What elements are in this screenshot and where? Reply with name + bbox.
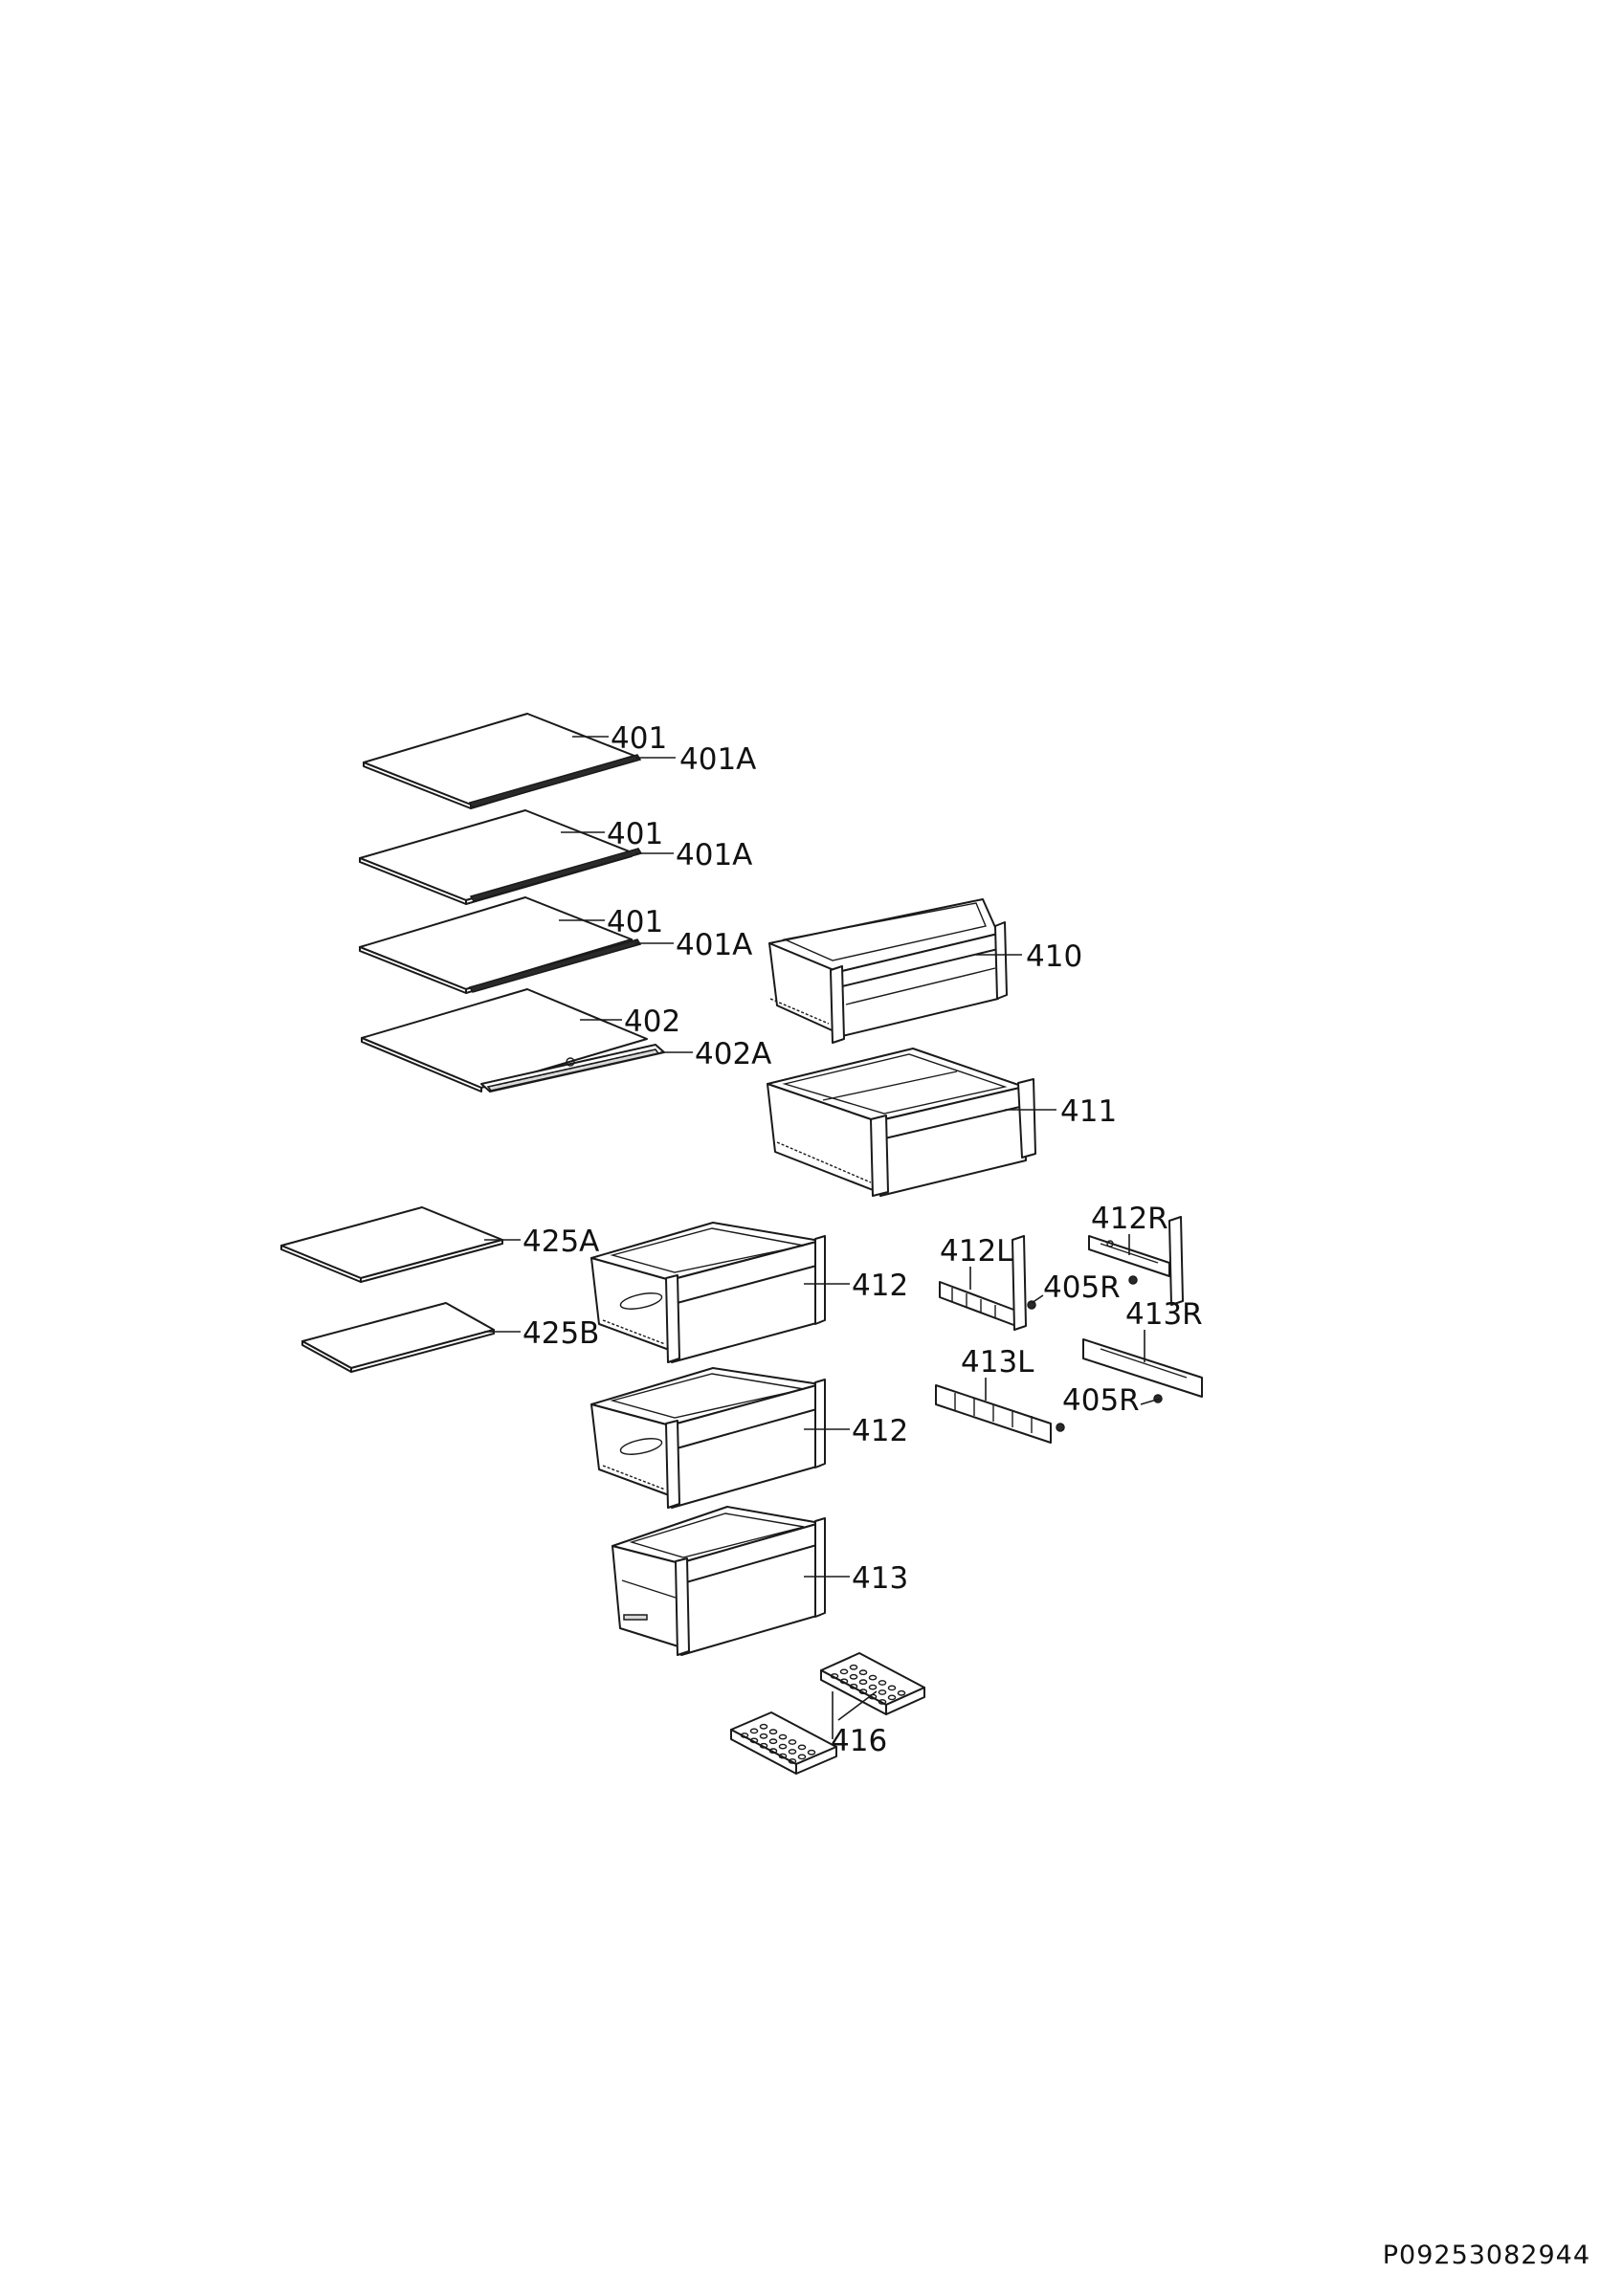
ice-cavity xyxy=(768,1738,778,1745)
drawer-411 xyxy=(767,1048,1036,1197)
callout-labels: 401 401A 401 401A 401 401A 402 402A 410 … xyxy=(522,721,1203,1758)
ice-cavity xyxy=(849,1683,858,1689)
ice-cavity xyxy=(788,1758,797,1764)
ice-cavity xyxy=(839,1668,849,1675)
label-405r-1: 405R xyxy=(1043,1270,1121,1305)
ice-cavity xyxy=(849,1664,858,1670)
ice-cavity xyxy=(878,1699,887,1705)
ice-cavity xyxy=(788,1739,797,1745)
ice-cavity xyxy=(749,1728,759,1734)
ice-cavity xyxy=(887,1694,897,1701)
label-412-top: 412 xyxy=(852,1269,908,1303)
rail-413l xyxy=(935,1384,1052,1444)
ice-cavity xyxy=(778,1743,788,1750)
ice-cavity xyxy=(830,1673,839,1679)
glass-shelf-425b xyxy=(301,1302,495,1373)
label-401-3: 401 xyxy=(607,905,663,939)
ice-tray-416-front xyxy=(730,1711,837,1775)
label-410: 410 xyxy=(1026,939,1082,974)
vented-trim-402a xyxy=(480,1044,665,1093)
ice-cavity xyxy=(858,1679,868,1686)
drawer-410 xyxy=(768,898,1008,1044)
ice-cavity xyxy=(788,1749,797,1755)
ice-cavity xyxy=(778,1733,788,1740)
glass-shelf-425a xyxy=(280,1206,503,1283)
ice-cavity xyxy=(858,1689,868,1695)
label-402: 402 xyxy=(624,1004,680,1039)
ice-cavity xyxy=(797,1754,807,1760)
ice-cavity xyxy=(797,1744,807,1751)
ice-cavity xyxy=(878,1680,887,1686)
label-401a-3: 401A xyxy=(676,928,752,962)
label-401a-1: 401A xyxy=(679,742,756,777)
ice-cavity xyxy=(778,1753,788,1759)
label-425b: 425B xyxy=(522,1316,599,1351)
label-413l: 413L xyxy=(961,1345,1034,1380)
label-413: 413 xyxy=(852,1561,908,1596)
ice-cavity xyxy=(887,1685,897,1691)
shelf-trim-401a-3 xyxy=(468,938,642,993)
ice-cavity xyxy=(749,1737,759,1744)
drawer-413 xyxy=(611,1506,826,1656)
ice-cavity xyxy=(768,1729,778,1735)
ice-cavity xyxy=(858,1669,868,1676)
label-416: 416 xyxy=(831,1724,887,1758)
document-id: P09253082944 xyxy=(1383,2241,1590,2270)
ice-cavity xyxy=(759,1723,768,1730)
ice-cavity xyxy=(807,1749,816,1755)
rail-413r xyxy=(1082,1338,1203,1398)
shelf-trim-401a-1 xyxy=(468,754,642,808)
label-425a: 425A xyxy=(522,1225,599,1259)
label-413r: 413R xyxy=(1125,1297,1203,1332)
ice-cavity xyxy=(868,1674,878,1681)
ice-cavity xyxy=(878,1689,887,1695)
label-401a-2: 401A xyxy=(676,838,752,872)
label-401-1: 401 xyxy=(611,721,667,756)
ice-cavity xyxy=(768,1748,778,1755)
label-401-2: 401 xyxy=(607,817,663,851)
label-411: 411 xyxy=(1060,1094,1117,1129)
drawer-412-bottom xyxy=(590,1367,826,1509)
drawer-412-top xyxy=(590,1222,826,1363)
label-412l: 412L xyxy=(940,1234,1013,1269)
ice-cavity xyxy=(868,1684,878,1690)
ice-tray-416-back xyxy=(820,1652,925,1715)
rail-412l xyxy=(939,1235,1027,1331)
label-412r: 412R xyxy=(1091,1202,1168,1236)
ice-cavity xyxy=(839,1678,849,1685)
glass-shelf-402 xyxy=(361,988,648,1093)
label-405r-2: 405R xyxy=(1062,1383,1140,1418)
ice-cavity xyxy=(740,1733,749,1738)
label-402a: 402A xyxy=(695,1037,771,1071)
label-412-bottom: 412 xyxy=(852,1414,908,1448)
rail-412r xyxy=(1088,1216,1184,1306)
glass-shelf-401-3 xyxy=(359,896,633,994)
ice-cavity xyxy=(897,1689,906,1696)
leader-lines xyxy=(484,736,1161,1739)
ice-cavity xyxy=(849,1673,858,1680)
screw-405r-1 xyxy=(1027,1275,1138,1310)
ice-cavity xyxy=(759,1733,768,1739)
ice-cavity xyxy=(759,1742,768,1749)
